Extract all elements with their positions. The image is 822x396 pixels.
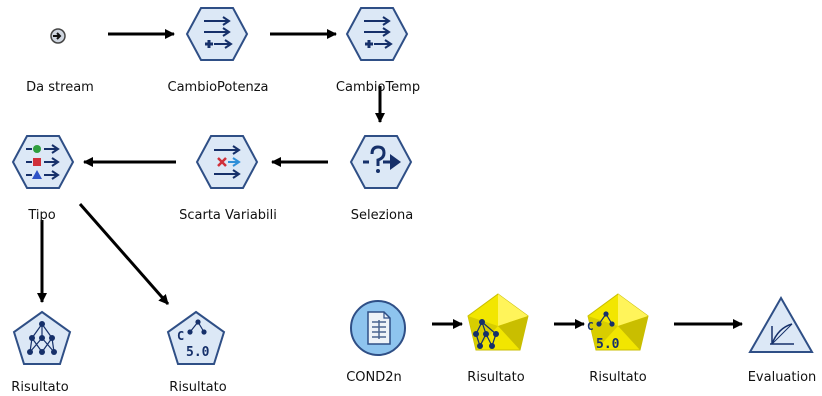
c50-version-text: 5.0 bbox=[186, 345, 210, 360]
c50-model-icon: C 5.0 bbox=[166, 310, 226, 365]
node-cambiopotenza[interactable] bbox=[185, 6, 249, 62]
node-seleziona[interactable] bbox=[349, 134, 413, 190]
neural-net-nugget-icon bbox=[467, 293, 529, 351]
stream-source-icon bbox=[50, 28, 66, 44]
node-label: Tipo bbox=[28, 208, 56, 223]
node-label: COND2n bbox=[346, 370, 402, 385]
node-risultato-4[interactable]: C 5.0 bbox=[586, 292, 650, 356]
c50-version-text: 5.0 bbox=[596, 337, 620, 352]
node-label: Da stream bbox=[26, 80, 94, 95]
node-risultato-2[interactable]: C 5.0 bbox=[166, 310, 226, 366]
node-label: CambioTemp bbox=[335, 80, 421, 95]
neural-net-model-icon bbox=[12, 310, 72, 365]
node-risultato-1[interactable] bbox=[12, 310, 72, 366]
node-label: Risultato bbox=[467, 370, 525, 385]
node-risultato-3[interactable] bbox=[466, 292, 530, 356]
node-label: Scarta Variabili bbox=[179, 208, 277, 223]
derive-arrows-plus-icon bbox=[345, 7, 409, 61]
c50-c-letter: C bbox=[177, 329, 184, 343]
select-question-arrow-icon bbox=[349, 135, 413, 189]
filter-arrows-x-icon bbox=[195, 135, 259, 189]
node-label: Seleziona bbox=[350, 208, 414, 223]
node-label: CambioPotenza bbox=[167, 80, 269, 95]
c50-c-letter: C bbox=[587, 320, 594, 333]
node-label: Risultato bbox=[169, 380, 227, 395]
node-tipo[interactable] bbox=[11, 134, 75, 190]
document-source-icon bbox=[350, 300, 406, 356]
node-evaluation[interactable] bbox=[748, 295, 814, 354]
node-scarta-variabili[interactable] bbox=[195, 134, 259, 190]
type-shapes-icon bbox=[11, 135, 75, 189]
node-cambiotemp[interactable] bbox=[345, 6, 409, 62]
evaluation-chart-icon bbox=[748, 295, 814, 353]
node-cond2n[interactable] bbox=[348, 298, 408, 358]
node-label: Risultato bbox=[11, 380, 69, 395]
derive-arrows-plus-icon bbox=[185, 7, 249, 61]
edge-tipo-to-risultato-2[interactable] bbox=[78, 203, 170, 305]
node-da-stream[interactable] bbox=[48, 26, 68, 46]
node-label: Evaluation bbox=[747, 370, 817, 385]
node-label: Risultato bbox=[589, 370, 647, 385]
c50-nugget-icon: C 5.0 bbox=[587, 293, 649, 352]
